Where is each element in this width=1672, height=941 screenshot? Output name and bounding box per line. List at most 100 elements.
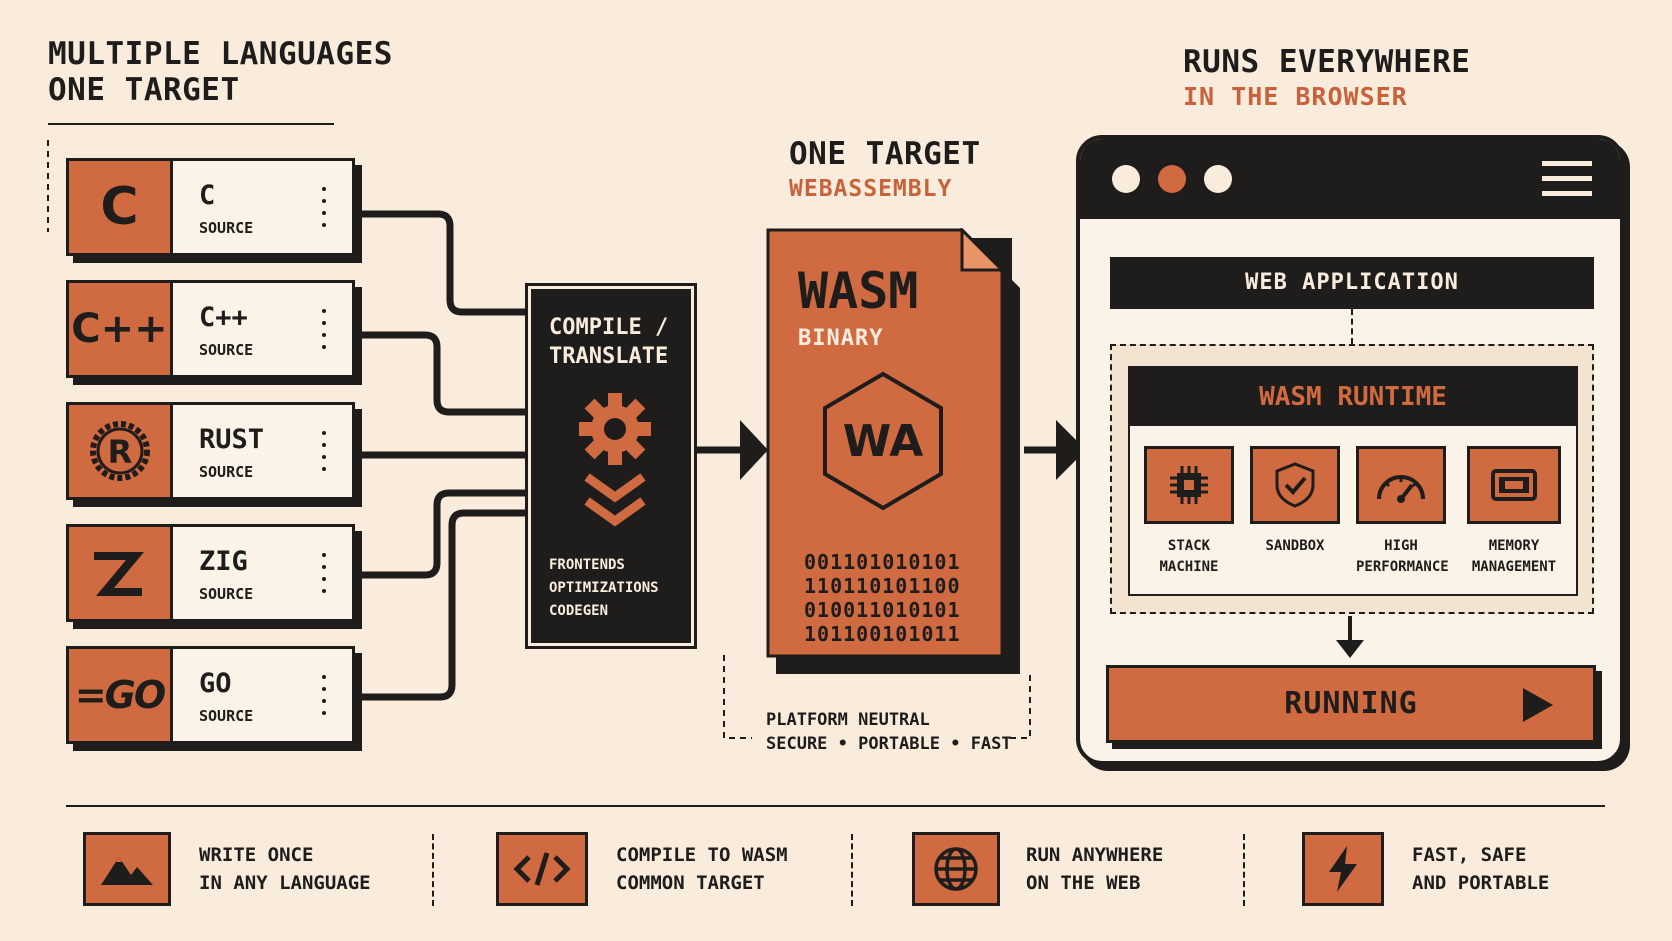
browser-window: WEB APPLICATION WASM RUNTIME STACK MACHI…	[1076, 135, 1624, 765]
window-dot-icon	[1158, 165, 1186, 193]
compiler-steps: FRONTENDS OPTIMIZATIONS CODEGEN	[549, 554, 659, 623]
footer-text: ON THE WEB	[1026, 872, 1141, 894]
language-name: C	[199, 180, 216, 211]
feature-label: MACHINE	[1159, 559, 1219, 575]
go-logo-text: =GO	[74, 673, 166, 717]
right-title-line1: RUNS EVERYWHERE	[1183, 44, 1471, 80]
binary-digits: 001101010101 110110101100 010011010101 1…	[804, 550, 961, 646]
feature-label: STACK	[1167, 538, 1211, 554]
memory-icon	[1467, 446, 1561, 524]
language-card-go: =GO GO SOURCE	[66, 646, 355, 744]
footer-text: COMMON TARGET	[616, 872, 765, 894]
compiler-box: COMPILE / TRANSLATE FRONTENDS OPTIMIZATI…	[525, 283, 697, 649]
compiler-title-line2: TRANSLATE	[549, 344, 669, 369]
globe-icon	[912, 832, 1000, 906]
wasm-runtime-panel: WASM RUNTIME STACK MACHINE SANDBOX HI	[1128, 366, 1578, 596]
language-name: ZIG	[199, 546, 248, 577]
language-name: GO	[199, 668, 232, 699]
compiler-title-line1: COMPILE /	[549, 315, 669, 340]
right-title-line2: IN THE BROWSER	[1183, 82, 1408, 111]
language-sub: SOURCE	[199, 463, 254, 481]
shield-icon	[1250, 446, 1340, 524]
feature-label: PERFORMANCE	[1356, 559, 1449, 575]
cpp-logo-text: C++	[71, 306, 168, 352]
arrow-down-icon	[1336, 616, 1364, 658]
c-logo-icon: C	[69, 161, 173, 253]
window-dot-icon	[1204, 165, 1232, 193]
feature-label: MEMORY	[1488, 538, 1540, 554]
binary-line: 110110101100	[804, 574, 961, 598]
language-card-cpp: C++ C++ SOURCE	[66, 280, 355, 378]
compiler-step: FRONTENDS	[549, 557, 625, 573]
left-title: MULTIPLE LANGUAGES ONE TARGET	[48, 36, 393, 108]
language-card-rust: R RUST SOURCE	[66, 402, 355, 500]
connector-dash	[1351, 309, 1353, 344]
left-title-line2: ONE TARGET	[48, 72, 240, 108]
chip-icon	[1144, 446, 1234, 524]
dots-icon	[322, 675, 326, 723]
footer-item-run-anywhere: RUN ANYWHERE ON THE WEB	[912, 832, 1163, 906]
wasm-sub: BINARY	[798, 326, 884, 351]
feature-high-performance: HIGH PERFORMANCE	[1356, 446, 1449, 578]
running-label: RUNNING	[1284, 686, 1418, 721]
c-logo-text: C	[100, 177, 139, 237]
svg-text:R: R	[107, 433, 132, 471]
feature-label: SANDBOX	[1265, 538, 1325, 554]
binary-line: 101100101011	[804, 622, 961, 646]
runtime-container: WASM RUNTIME STACK MACHINE SANDBOX HI	[1110, 344, 1594, 614]
feature-sandbox: SANDBOX	[1250, 446, 1340, 557]
dots-icon	[322, 431, 326, 479]
footer-text: RUN ANYWHERE	[1026, 844, 1164, 866]
language-name: C++	[199, 302, 248, 333]
right-title: RUNS EVERYWHERE IN THE BROWSER	[1183, 44, 1470, 111]
dots-icon	[322, 187, 326, 235]
platform-note-line1: PLATFORM NEUTRAL	[766, 710, 930, 730]
dots-icon	[322, 309, 326, 357]
middle-title-line1: ONE TARGET	[789, 136, 981, 172]
feature-label: HIGH	[1384, 538, 1418, 554]
platform-note-line2: SECURE • PORTABLE • FAST	[766, 734, 1012, 754]
language-sub: SOURCE	[199, 341, 254, 359]
menu-icon[interactable]	[1542, 159, 1594, 199]
feature-label: MANAGEMENT	[1471, 559, 1557, 575]
zig-logo-icon	[69, 527, 173, 619]
browser-titlebar	[1080, 139, 1620, 219]
footer-text: FAST, SAFE	[1412, 844, 1527, 866]
go-logo-icon: =GO	[69, 649, 173, 741]
language-name: RUST	[199, 424, 265, 455]
wasm-runtime-title: WASM RUNTIME	[1130, 368, 1576, 426]
gauge-icon	[1356, 446, 1446, 524]
middle-title-line2: WEBASSEMBLY	[789, 176, 953, 202]
footer-divider	[432, 834, 434, 906]
cpp-logo-icon: C++	[69, 283, 173, 375]
file-icon	[766, 228, 1020, 674]
language-card-zig: ZIG SOURCE	[66, 524, 355, 622]
footer-divider	[851, 834, 853, 906]
platform-note: PLATFORM NEUTRAL SECURE • PORTABLE • FAS…	[766, 708, 1012, 756]
language-sub: SOURCE	[199, 219, 254, 237]
language-sub: SOURCE	[199, 707, 254, 725]
footer-text: AND PORTABLE	[1412, 872, 1550, 894]
footer-item-fast-safe: FAST, SAFE AND PORTABLE	[1302, 832, 1549, 906]
dots-icon	[322, 553, 326, 601]
binary-line: 001101010101	[804, 550, 961, 574]
left-title-line1: MULTIPLE LANGUAGES	[48, 36, 393, 72]
wasm-title: WASM	[798, 262, 919, 320]
gear-icon	[579, 393, 651, 527]
feature-stack-machine: STACK MACHINE	[1144, 446, 1234, 578]
footer-divider	[1243, 834, 1245, 906]
compiler-step: OPTIMIZATIONS	[549, 580, 659, 596]
window-dot-icon	[1112, 165, 1140, 193]
binary-line: 010011010101	[804, 598, 961, 622]
language-sub: SOURCE	[199, 585, 254, 603]
code-icon	[496, 832, 588, 906]
running-bar[interactable]: RUNNING	[1106, 665, 1596, 743]
middle-title: ONE TARGET WEBASSEMBLY	[789, 136, 981, 202]
footer-text: IN ANY LANGUAGE	[199, 872, 371, 894]
bolt-icon	[1302, 832, 1384, 906]
language-card-c: C C SOURCE	[66, 158, 355, 256]
mountain-icon	[83, 832, 171, 906]
